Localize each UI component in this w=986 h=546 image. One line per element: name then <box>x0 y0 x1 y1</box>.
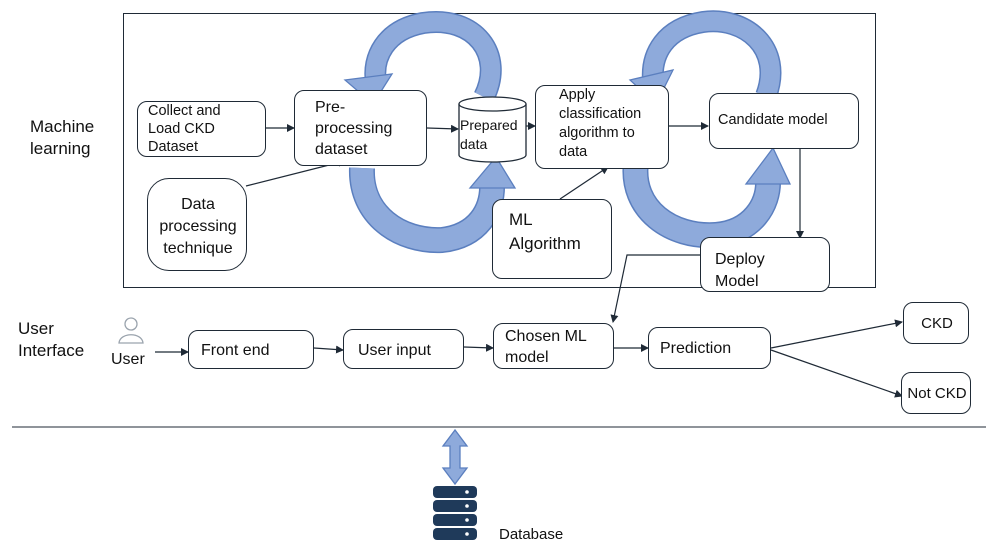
node-ckd-label: CKD <box>921 315 953 332</box>
edge-frontend-to-userinput <box>313 345 344 354</box>
edge-deploy-to-chosen <box>610 254 700 323</box>
node-ml-algorithm: ML Algorithm <box>492 199 612 279</box>
edge-prediction-to-notckd <box>770 349 903 398</box>
node-deploy-model: Deploy Model <box>700 237 830 292</box>
node-prepared-data-label: Prepared data <box>460 117 518 152</box>
node-prediction-label: Prediction <box>660 340 732 357</box>
node-candidate-model: Candidate model <box>709 93 859 149</box>
node-user-input: User input <box>343 329 464 369</box>
node-front-end-label: Front end <box>201 342 270 359</box>
cycle-arrow-top-left <box>343 11 502 105</box>
node-apply-classification-label: Apply classification algorithm to data <box>559 87 642 160</box>
edge-preprocess-to-prepared <box>426 124 459 133</box>
edge-algorithm-to-apply <box>559 166 609 200</box>
user-icon <box>118 317 144 344</box>
node-collect-dataset-label: Collect and Load CKD Dataset <box>148 103 221 155</box>
node-user-input-label: User input <box>358 342 431 359</box>
node-prediction: Prediction <box>648 327 771 369</box>
node-collect-dataset: Collect and Load CKD Dataset <box>137 101 266 157</box>
node-candidate-model-label: Candidate model <box>718 112 828 128</box>
node-preprocessing-label: Pre- processing dataset <box>315 99 393 158</box>
node-front-end: Front end <box>188 330 314 369</box>
node-data-processing-technique-label: Data processing technique <box>159 196 237 257</box>
node-not-ckd: Not CKD <box>901 372 971 414</box>
section-user-interface: User Interface <box>18 319 85 360</box>
node-not-ckd-label: Not CKD <box>907 385 967 402</box>
node-apply-classification: Apply classification algorithm to data <box>535 85 669 169</box>
machine-learning-frame <box>123 13 876 288</box>
prepared-data-cylinder <box>458 96 527 163</box>
edge-userinput-to-chosen <box>463 343 494 352</box>
node-ckd: CKD <box>903 302 969 344</box>
database-label: Database <box>499 526 564 543</box>
node-ml-algorithm-label: ML Algorithm <box>509 210 581 253</box>
node-preprocessing: Pre- processing dataset <box>294 90 427 166</box>
section-machine-learning: Machine learning <box>30 117 95 158</box>
node-data-processing-technique: Data processing technique <box>147 178 247 271</box>
database-icon <box>433 486 477 540</box>
edge-prediction-to-ckd <box>770 319 903 349</box>
node-deploy-model-label: Deploy Model <box>715 251 765 290</box>
node-chosen-ml-model-label: Chosen ML model <box>505 328 587 366</box>
node-chosen-ml-model: Chosen ML model <box>493 323 614 369</box>
user-label: User <box>111 351 145 368</box>
double-arrow-icon <box>441 428 469 486</box>
cycle-arrow-bottom-left <box>349 155 517 254</box>
cycle-arrow-bottom-right <box>622 146 792 249</box>
